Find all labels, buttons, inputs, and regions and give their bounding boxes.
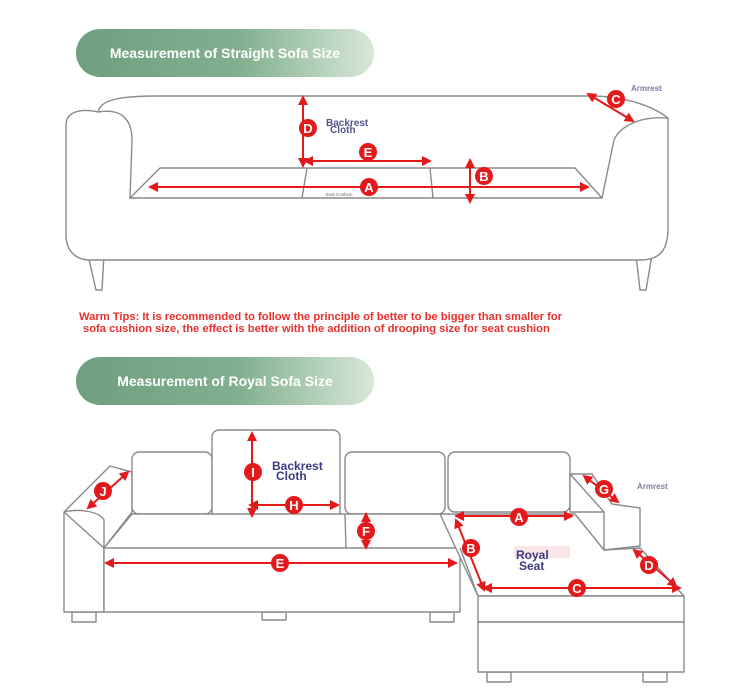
back-cushion-1: [131, 451, 213, 515]
chaise-front: [477, 621, 685, 673]
svg-text:G: G: [599, 482, 609, 497]
marker-c: C: [607, 90, 625, 108]
warm-tips: Warm Tips: It is recommended to follow t…: [79, 311, 719, 335]
royal-marker-i: I: [244, 463, 262, 481]
royal-backrest-label: Backrest: [272, 459, 323, 473]
straight-measure-lines: [148, 92, 635, 204]
straight-armrest-label: Armrest: [631, 84, 662, 93]
svg-text:C: C: [611, 92, 621, 107]
svg-text:A: A: [364, 180, 374, 195]
svg-text:F: F: [362, 524, 370, 539]
back-cushion-2: [344, 451, 446, 515]
svg-text:C: C: [572, 581, 582, 596]
back-cushion-3: [447, 451, 571, 513]
marker-d: D: [299, 119, 317, 137]
straight-cloth-label: Cloth: [330, 125, 356, 136]
royal-cloth-label: Cloth: [276, 469, 307, 483]
marker-b: B: [475, 167, 493, 185]
straight-sofa-header: Measurement of Straight Sofa Size: [76, 29, 374, 77]
svg-text:D: D: [303, 121, 312, 136]
svg-text:J: J: [99, 484, 106, 499]
warm-tips-line-1: Warm Tips: It is recommended to follow t…: [79, 311, 562, 323]
svg-text:H: H: [289, 498, 298, 513]
royal-seat-label-2: Seat: [519, 559, 544, 573]
svg-text:B: B: [466, 541, 475, 556]
svg-text:I: I: [251, 465, 255, 480]
royal-marker-f: F: [357, 522, 375, 540]
royal-sofa-drawing: [63, 429, 685, 683]
royal-marker-e: E: [271, 554, 289, 572]
seat-cushion-label: Seat Cushion: [325, 192, 353, 197]
royal-seat-label-1: Royal: [516, 548, 549, 562]
royal-marker-j: J: [94, 482, 112, 500]
svg-text:B: B: [479, 169, 488, 184]
royal-seat-label-highlight: [514, 546, 570, 558]
royal-marker-g: G: [595, 480, 613, 498]
svg-text:E: E: [364, 145, 373, 160]
svg-text:D: D: [644, 558, 653, 573]
royal-marker-b: B: [462, 539, 480, 557]
marker-e: E: [359, 143, 377, 161]
svg-text:A: A: [514, 510, 524, 525]
royal-marker-a: A: [510, 508, 528, 526]
royal-armrest-label: Armrest: [637, 482, 668, 491]
marker-a: A: [360, 178, 378, 196]
royal-marker-h: H: [285, 496, 303, 514]
royal-marker-c: C: [568, 579, 586, 597]
chaise-base: [477, 595, 685, 623]
svg-text:E: E: [276, 556, 285, 571]
warm-tips-line-2: sofa cushion size, the effect is better …: [83, 323, 550, 335]
straight-backrest-label: Backrest: [326, 118, 369, 129]
royal-marker-d: D: [640, 556, 658, 574]
royal-sofa-header: Measurement of Royal Sofa Size: [76, 357, 374, 405]
measure-line-c: [586, 92, 635, 123]
